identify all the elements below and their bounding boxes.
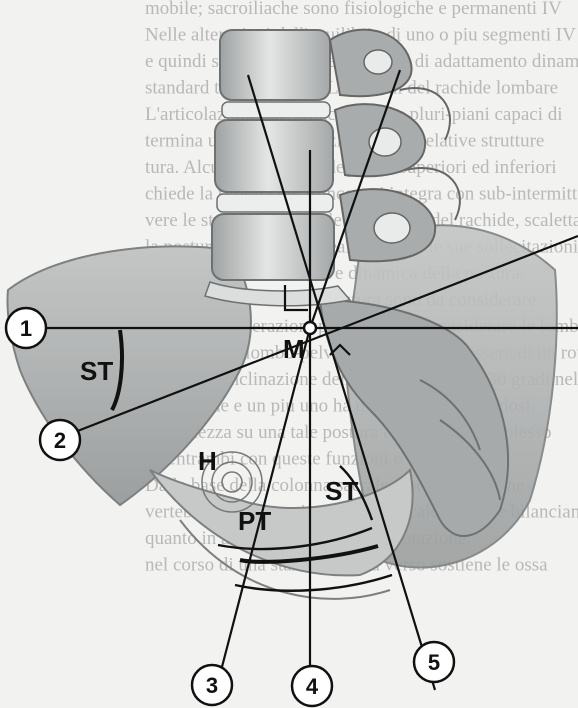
center-point <box>304 322 316 334</box>
marker-2: 2 <box>40 420 80 460</box>
marker-3: 3 <box>192 665 232 705</box>
svg-text:1: 1 <box>20 316 32 341</box>
svg-text:4: 4 <box>306 674 319 699</box>
svg-text:3: 3 <box>206 673 218 698</box>
marker-5: 5 <box>414 642 454 682</box>
marker-1: 1 <box>6 308 46 348</box>
label-pt: PT <box>238 506 271 536</box>
label-h: H <box>198 446 217 476</box>
marker-4: 4 <box>292 666 332 706</box>
lumbar-spine <box>205 30 350 306</box>
svg-text:2: 2 <box>54 428 66 453</box>
label-st-left: ST <box>80 356 113 386</box>
label-st-right: ST <box>325 476 358 506</box>
label-m: M <box>283 334 305 364</box>
background-text-line: mobile; sacroiliache sono fisiologiche e… <box>145 0 562 19</box>
svg-text:5: 5 <box>428 650 440 675</box>
